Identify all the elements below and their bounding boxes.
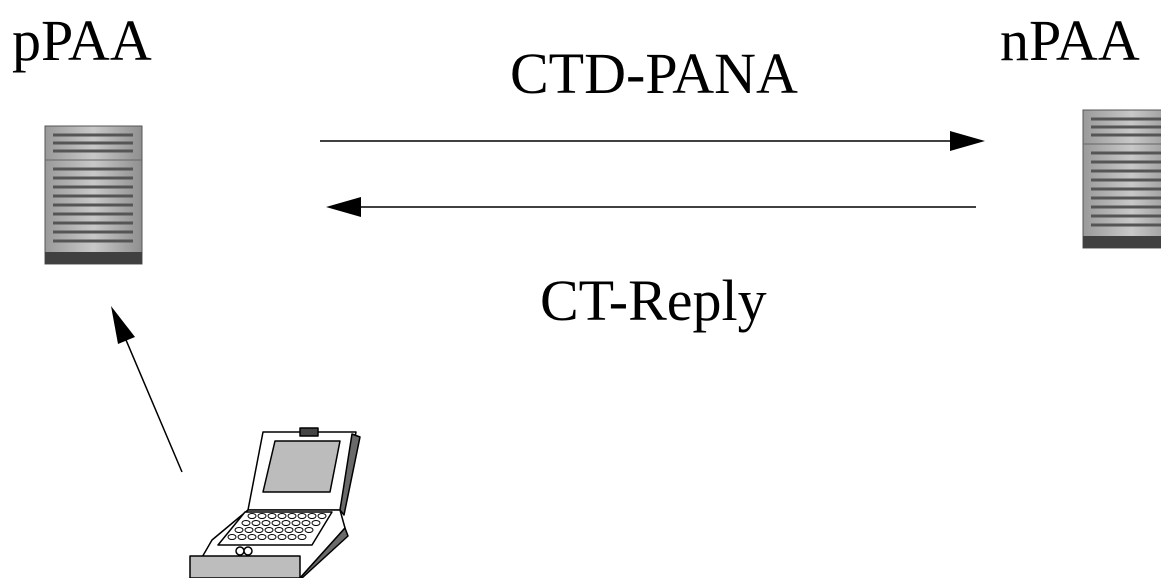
request-message-label: CTD-PANA: [510, 41, 798, 106]
ppaa-server-icon: [44, 125, 143, 265]
request-arrow: [320, 131, 985, 151]
laptop-icon: [189, 427, 361, 578]
npaa-label: nPAA: [1000, 8, 1140, 73]
reply-arrow: [326, 197, 976, 217]
npaa-server-icon: [1082, 109, 1161, 249]
handover-arrow: [111, 306, 183, 473]
reply-message-label: CT-Reply: [540, 268, 767, 333]
ppaa-label: pPAA: [12, 8, 152, 73]
